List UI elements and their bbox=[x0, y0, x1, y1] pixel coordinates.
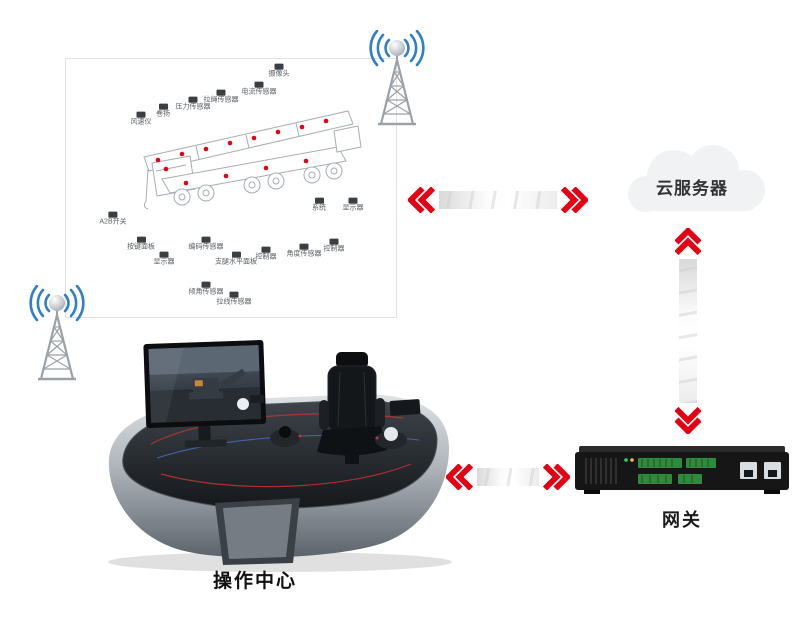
sensor-device-icon bbox=[201, 236, 211, 243]
sensor-label-text: 支腿水平面板 bbox=[215, 258, 257, 266]
radio-tower-icon bbox=[29, 284, 85, 381]
sensor-label-text: A2B开关 bbox=[99, 218, 127, 226]
arrow-right-icon bbox=[543, 464, 570, 490]
sensor-label: 控制器 bbox=[323, 238, 345, 254]
sensor-label: 拉绳传感器 bbox=[203, 89, 239, 105]
gateway-label: 网关 bbox=[662, 510, 702, 530]
sensor-label: 按键面板 bbox=[127, 236, 155, 252]
sensor-label: 显示器 bbox=[153, 251, 175, 267]
arrow-right-icon bbox=[561, 187, 588, 213]
sensor-device-icon bbox=[254, 81, 264, 88]
gateway-device bbox=[572, 440, 792, 498]
sensor-label: 支腿水平面板 bbox=[215, 251, 257, 267]
sensor-label: 编码传感器 bbox=[188, 236, 224, 252]
sensor-device-icon bbox=[348, 197, 358, 204]
arrow-left-icon bbox=[446, 464, 473, 490]
gateway-device-illustration bbox=[575, 446, 789, 494]
cloud-server-label: 云服务器 bbox=[656, 179, 728, 198]
sensor-label-text: 按键面板 bbox=[127, 243, 155, 251]
operation-console bbox=[95, 338, 460, 573]
sensor-device-icon bbox=[261, 246, 271, 253]
sensor-device-icon bbox=[299, 243, 309, 250]
sensor-device-icon bbox=[274, 63, 284, 70]
sensor-device-icon bbox=[158, 103, 168, 110]
sensor-device-icon bbox=[188, 96, 198, 103]
sensor-device-icon bbox=[329, 238, 339, 245]
sensor-device-icon bbox=[231, 251, 241, 258]
sensor-label-text: 电流传感器 bbox=[241, 88, 277, 96]
radio-tower-top bbox=[352, 29, 442, 130]
sensor-label-text: 摄像头 bbox=[268, 70, 290, 78]
sensor-label-text: 显示器 bbox=[342, 204, 364, 212]
arrow-left-icon bbox=[408, 187, 435, 213]
console-seat bbox=[317, 352, 387, 464]
console-monitor bbox=[143, 340, 267, 448]
sensor-label: 电流传感器 bbox=[241, 81, 277, 97]
sensor-label: 控制器 bbox=[255, 246, 277, 262]
sensor-label-text: 压力传感器 bbox=[175, 103, 211, 111]
sensor-label-text: 拉绳传感器 bbox=[203, 96, 239, 104]
sensor-label-text: 控制器 bbox=[323, 245, 345, 253]
sensor-label-text: 风速仪 bbox=[130, 118, 152, 126]
radio-tower-icon bbox=[369, 29, 425, 126]
link-cloud-gateway bbox=[675, 228, 701, 434]
sensor-label: 卷扬 bbox=[156, 103, 170, 119]
sensor-device-icon bbox=[108, 211, 118, 218]
sensor-label-text: 编码传感器 bbox=[188, 243, 224, 251]
cloud-server: 云服务器 bbox=[608, 132, 776, 234]
sensor-device-icon bbox=[136, 111, 146, 118]
sensor-label-text: 控制器 bbox=[255, 253, 277, 261]
sensor-device-icon bbox=[314, 197, 324, 204]
sensor-device-icon bbox=[201, 281, 211, 288]
sensor-label: 压力传感器 bbox=[175, 96, 211, 112]
sensor-label-text: 卷扬 bbox=[156, 110, 170, 118]
link-vehicle-cloud bbox=[408, 186, 588, 214]
console-illustration bbox=[108, 340, 452, 572]
sensor-label: 倾角传感器 bbox=[188, 281, 224, 297]
operation-center-label: 操作中心 bbox=[212, 571, 297, 592]
sensor-label: 摄像头 bbox=[268, 63, 290, 79]
wifi-waves-icon bbox=[369, 29, 425, 67]
sensor-label: A2B开关 bbox=[99, 211, 127, 227]
link-bar bbox=[439, 191, 557, 209]
radio-tower-left bbox=[12, 284, 102, 385]
console-joysticks bbox=[270, 399, 421, 449]
sensor-device-icon bbox=[159, 251, 169, 258]
cloud-icon bbox=[628, 145, 765, 212]
sensor-label-text: 显示器 bbox=[153, 258, 175, 266]
sensor-label: 拉线传感器 bbox=[216, 291, 252, 307]
sensor-device-icon bbox=[229, 291, 239, 298]
sensor-point-dots bbox=[155, 118, 329, 186]
arrow-up-icon bbox=[675, 228, 701, 255]
sensor-device-icon bbox=[216, 89, 226, 96]
link-bar bbox=[679, 259, 697, 403]
sensor-label-text: 拉线传感器 bbox=[216, 298, 252, 306]
sensor-device-icon bbox=[136, 236, 146, 243]
sensor-label-text: 倾角传感器 bbox=[188, 288, 224, 296]
link-bar bbox=[477, 468, 539, 486]
sensor-label: 显示器 bbox=[342, 197, 364, 213]
sensor-label: 风速仪 bbox=[130, 111, 152, 127]
sensor-label: 角度传感器 bbox=[286, 243, 322, 259]
wifi-waves-icon bbox=[29, 284, 85, 322]
sensor-label-text: 角度传感器 bbox=[286, 250, 322, 258]
link-console-gateway bbox=[446, 463, 570, 491]
arrow-down-icon bbox=[675, 407, 701, 434]
crane-truck-illustration bbox=[143, 110, 362, 210]
sensor-label-text: 系统 bbox=[312, 204, 326, 212]
sensor-label: 系统 bbox=[312, 197, 326, 213]
ethernet-ports bbox=[740, 462, 781, 479]
